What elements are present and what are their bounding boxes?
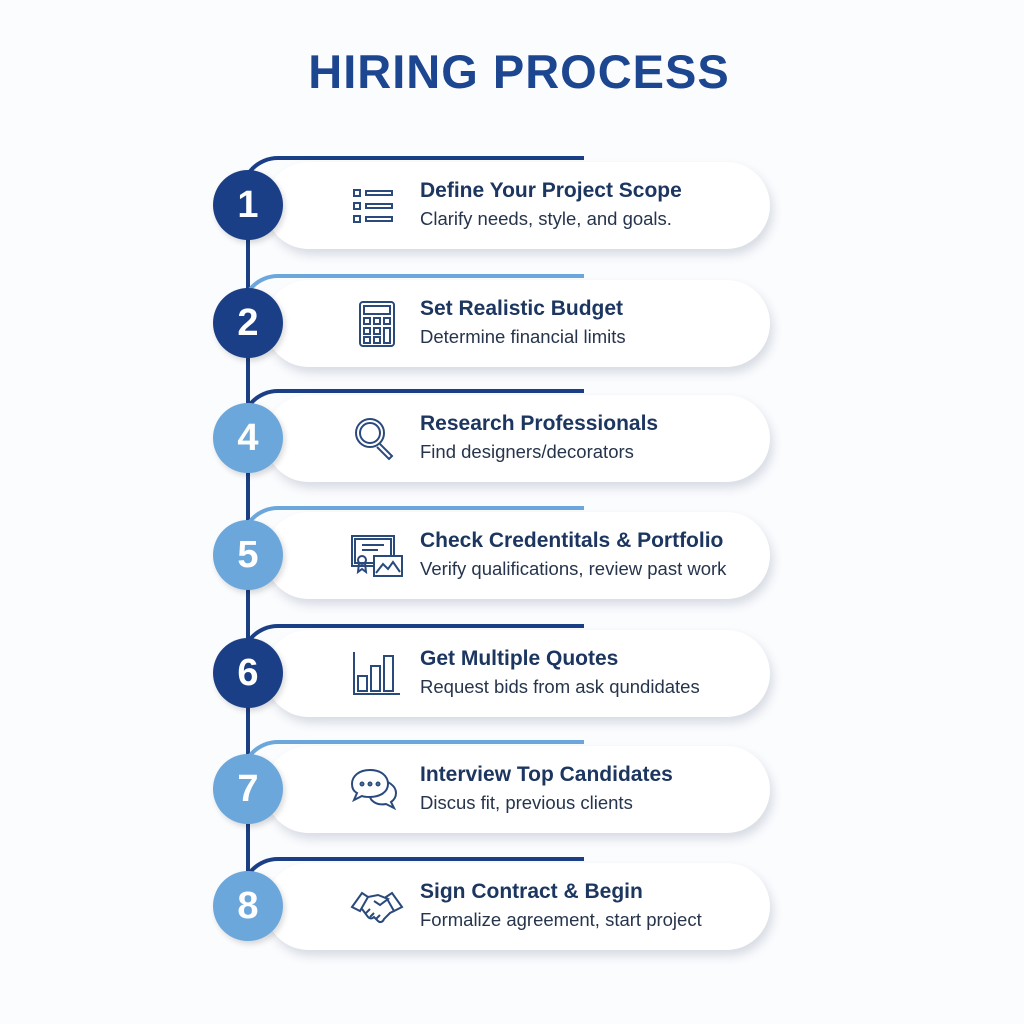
list-icon <box>350 182 404 230</box>
step-number-badge: 7 <box>213 754 283 824</box>
step-card: Sign Contract & Begin Formalize agreemen… <box>265 863 770 950</box>
step-description: Discus fit, previous clients <box>420 792 633 813</box>
step-description: Clarify needs, style, and goals. <box>420 208 672 229</box>
step-5: Check Credentitals & Portfolio Verify qu… <box>210 506 780 602</box>
step-number-badge: 8 <box>213 871 283 941</box>
step-card: Check Credentitals & Portfolio Verify qu… <box>265 512 770 599</box>
step-7: Interview Top Candidates Discus fit, pre… <box>210 740 780 836</box>
step-number-badge: 2 <box>213 288 283 358</box>
step-title: Research Professionals <box>420 412 659 435</box>
step-6: Get Multiple Quotes Request bids from as… <box>210 624 780 720</box>
chat-bubbles-icon <box>350 766 404 814</box>
step-number-badge: 4 <box>213 403 283 473</box>
step-title: Interview Top Candidates <box>420 763 673 786</box>
bar-chart-icon <box>350 650 404 698</box>
step-title: Check Credentitals & Portfolio <box>420 529 724 552</box>
step-card: Set Realistic Budget Determine financial… <box>265 280 770 367</box>
step-4: Research Professionals Find designers/de… <box>210 389 780 485</box>
step-description: Find designers/decorators <box>420 441 634 462</box>
step-card: Interview Top Candidates Discus fit, pre… <box>265 746 770 833</box>
step-title: Define Your Project Scope <box>420 179 682 202</box>
page-title: HIRING PROCESS <box>308 45 730 98</box>
step-description: Formalize agreement, start project <box>420 909 702 930</box>
step-card: Research Professionals Find designers/de… <box>265 395 770 482</box>
step-title: Get Multiple Quotes <box>420 647 619 670</box>
handshake-icon <box>350 883 404 931</box>
step-title: Set Realistic Budget <box>420 297 624 320</box>
step-card: Define Your Project Scope Clarify needs,… <box>265 162 770 249</box>
step-1: Define Your Project Scope Clarify needs,… <box>210 156 780 252</box>
calculator-icon <box>350 300 404 348</box>
step-description: Request bids from ask qundidates <box>420 676 700 697</box>
step-2: Set Realistic Budget Determine financial… <box>210 274 780 370</box>
step-title: Sign Contract & Begin <box>420 880 643 903</box>
step-number-badge: 5 <box>213 520 283 590</box>
certificate-icon <box>350 532 404 580</box>
step-8: Sign Contract & Begin Formalize agreemen… <box>210 857 780 953</box>
step-number-badge: 6 <box>213 638 283 708</box>
step-card: Get Multiple Quotes Request bids from as… <box>265 630 770 717</box>
step-number-badge: 1 <box>213 170 283 240</box>
step-description: Verify qualifications, review past work <box>420 558 727 579</box>
step-description: Determine financial limits <box>420 326 626 347</box>
magnifier-icon <box>350 415 404 463</box>
